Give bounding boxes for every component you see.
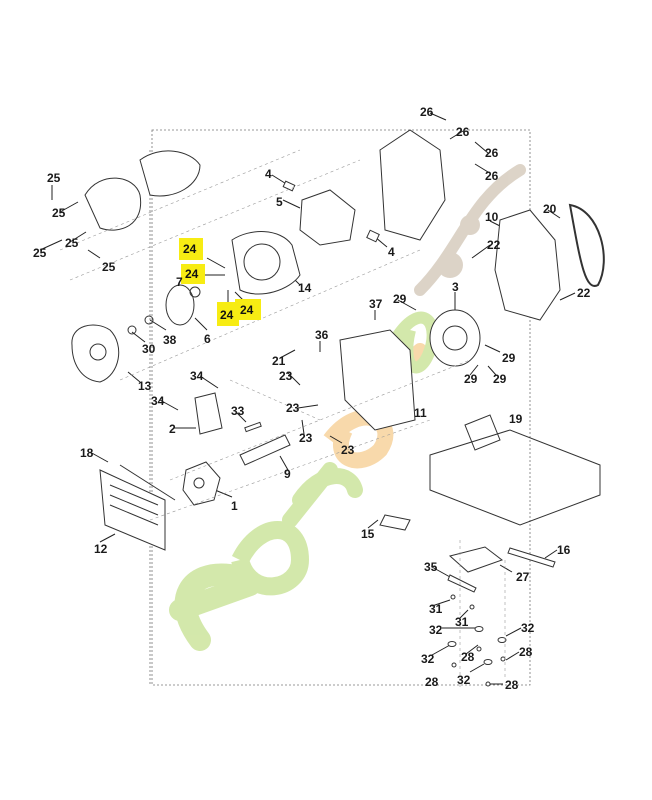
callout-22[interactable]: 22 [487,238,501,252]
callout-29[interactable]: 29 [502,351,516,365]
callout-33[interactable]: 33 [231,404,245,418]
callout-14[interactable]: 14 [298,281,312,295]
callout-2[interactable]: 2 [169,422,176,436]
callout-28[interactable]: 28 [425,675,439,689]
callout-18[interactable]: 18 [80,446,94,460]
callout-31[interactable]: 31 [429,602,443,616]
callout-32[interactable]: 32 [521,621,535,635]
highlight-callout-24-c[interactable]: 24 [217,302,239,326]
callout-25[interactable]: 25 [33,246,47,260]
callout-9[interactable]: 9 [284,467,291,481]
callout-5[interactable]: 5 [276,195,283,209]
highlight-callout-24-b[interactable]: 24 [181,264,205,284]
callout-34[interactable]: 34 [190,369,204,383]
callout-23[interactable]: 23 [299,431,313,445]
callout-23[interactable]: 23 [341,443,355,457]
callout-32[interactable]: 32 [421,652,435,666]
callout-13[interactable]: 13 [138,379,152,393]
callout-label: 24 [185,267,199,281]
callout-26[interactable]: 26 [485,146,499,160]
callout-21[interactable]: 21 [272,354,286,368]
callout-37[interactable]: 37 [369,297,383,311]
callout-20[interactable]: 20 [543,202,557,216]
callout-28[interactable]: 28 [461,650,475,664]
callout-35[interactable]: 35 [424,560,438,574]
callout-23[interactable]: 23 [286,401,300,415]
callout-31[interactable]: 31 [455,615,469,629]
callout-26[interactable]: 26 [456,125,470,139]
callout-29[interactable]: 29 [464,372,478,386]
callout-26[interactable]: 26 [485,169,499,183]
callout-28[interactable]: 28 [519,645,533,659]
callout-11[interactable]: 11 [414,406,427,420]
callout-29[interactable]: 29 [393,292,407,306]
callout-6[interactable]: 6 [204,332,211,346]
callout-23[interactable]: 23 [279,369,293,383]
callout-30[interactable]: 30 [142,342,156,356]
callout-10[interactable]: 10 [485,210,499,224]
callout-25[interactable]: 25 [102,260,116,274]
callout-36[interactable]: 36 [315,328,329,342]
callout-29[interactable]: 29 [493,372,507,386]
callout-26[interactable]: 26 [420,105,434,119]
callout-16[interactable]: 16 [557,543,571,557]
callout-7[interactable]: 7 [176,275,183,289]
callout-32[interactable]: 32 [429,623,443,637]
callout-19[interactable]: 19 [509,412,523,426]
callout-27[interactable]: 27 [516,570,530,584]
callout-25[interactable]: 25 [52,206,66,220]
callout-label: 24 [183,242,197,256]
callout-32[interactable]: 32 [457,673,471,687]
highlight-callout-24-a[interactable]: 24 [179,238,203,260]
callout-label: 24 [220,308,234,322]
callout-1[interactable]: 1 [231,499,238,513]
callout-38[interactable]: 38 [163,333,177,347]
callout-15[interactable]: 15 [361,527,375,541]
callout-28[interactable]: 28 [505,678,519,692]
callout-3[interactable]: 3 [452,280,459,294]
callout-label: 24 [240,303,254,317]
callout-34[interactable]: 34 [151,394,165,408]
callout-25[interactable]: 25 [65,236,79,250]
callout-4[interactable]: 4 [388,245,395,259]
highlight-callout-24-d[interactable]: 24 [235,299,261,320]
watermark [169,164,526,651]
callout-4[interactable]: 4 [265,167,272,181]
callout-12[interactable]: 12 [94,542,108,556]
callout-22[interactable]: 22 [577,286,591,300]
callout-25[interactable]: 25 [47,171,61,185]
